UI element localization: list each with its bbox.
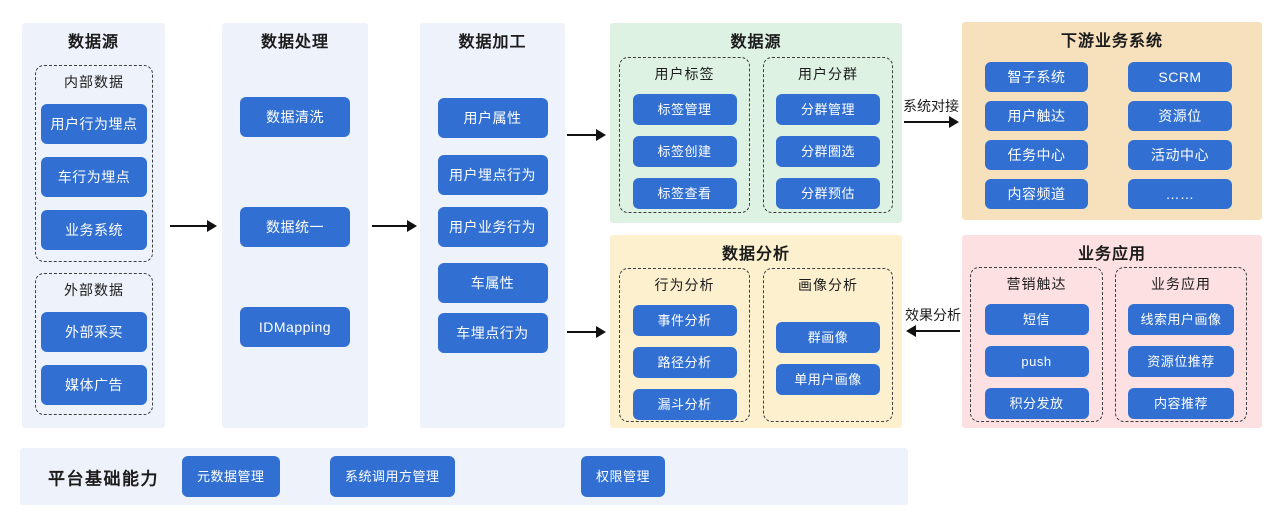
node-tag-view: 标签查看 — [632, 178, 737, 209]
panel-title: 数据源 — [730, 34, 782, 51]
arrow-col3-to-tags — [567, 128, 606, 142]
group-label: 业务应用 — [1151, 276, 1211, 292]
group-business-apps: 业务应用 线索用户画像 资源位推荐 内容推荐 — [1115, 267, 1247, 422]
group-user-segments: 用户分群 分群管理 分群圈选 分群预估 — [763, 57, 893, 213]
panel-title: 数据加工 — [458, 34, 527, 51]
node-tag-management: 标签管理 — [632, 94, 737, 125]
arrow-line — [916, 329, 960, 333]
node-zhizi-system: 智子系统 — [985, 62, 1088, 92]
group-label: 营销触达 — [1006, 276, 1067, 292]
panel-business-application: 业务应用 营销触达 短信 push 积分发放 业务应用 线索用户画像 资源位推荐… — [962, 235, 1262, 428]
node-activity-center: 活动中心 — [1128, 140, 1232, 170]
panel-downstream-systems: 下游业务系统 智子系统 SCRM 用户触达 资源位 任务中心 活动中心 内容频道… — [962, 22, 1262, 220]
node-system-caller-management: 系统调用方管理 — [330, 456, 455, 497]
group-profile-analysis: 画像分析 群画像 单用户画像 — [763, 268, 893, 422]
arrow-col1-to-col2 — [170, 219, 217, 233]
panel-title: 数据处理 — [260, 34, 329, 51]
node-points-issuance: 积分发放 — [984, 388, 1089, 419]
arrow-system-connect — [904, 115, 959, 129]
node-data-unification: 数据统一 — [240, 207, 350, 247]
arrow-effect-analysis — [906, 324, 960, 338]
group-internal-data: 内部数据 用户行为埋点 车行为埋点 业务系统 — [35, 65, 153, 262]
group-label: 画像分析 — [798, 277, 858, 293]
node-push: push — [984, 346, 1089, 377]
group-label: 外部数据 — [64, 282, 124, 298]
node-permission-management: 权限管理 — [581, 456, 666, 497]
panel-data-machining: 数据加工 用户属性 用户埋点行为 用户业务行为 车属性 车埋点行为 — [420, 23, 565, 428]
panel-title: 下游业务系统 — [1060, 33, 1163, 50]
node-funnel-analysis: 漏斗分析 — [632, 389, 737, 420]
node-ellipsis: …… — [1128, 179, 1232, 209]
arrow-col3-to-analysis — [567, 325, 606, 339]
node-scrm: SCRM — [1128, 62, 1232, 92]
node-path-analysis: 路径分析 — [632, 347, 737, 378]
panel-title: 数据分析 — [721, 246, 790, 263]
downstream-grid: 智子系统 SCRM 用户触达 资源位 任务中心 活动中心 内容频道 …… — [985, 62, 1232, 209]
node-single-user-profile: 单用户画像 — [776, 364, 880, 395]
panel-tag-data-source: 数据源 用户标签 标签管理 标签创建 标签查看 用户分群 分群管理 分群圈选 分… — [610, 23, 902, 223]
node-user-business-behavior: 用户业务行为 — [437, 207, 548, 247]
group-user-tags: 用户标签 标签管理 标签创建 标签查看 — [619, 57, 750, 213]
node-user-behavior-tracking: 用户行为埋点 — [41, 104, 147, 144]
node-vehicle-tracking-behavior: 车埋点行为 — [437, 313, 548, 353]
group-behavior-analysis: 行为分析 事件分析 路径分析 漏斗分析 — [619, 268, 750, 422]
arrow-line — [372, 224, 407, 228]
arrow-line — [170, 224, 207, 228]
arrow-label-effect-analysis: 效果分析 — [905, 307, 961, 323]
platform-capability-bar: 平台基础能力 元数据管理 系统调用方管理 权限管理 — [20, 448, 908, 505]
node-user-attributes: 用户属性 — [437, 98, 548, 138]
panel-data-processing: 数据处理 数据清洗 数据统一 IDMapping — [222, 23, 368, 428]
node-user-reach: 用户触达 — [985, 101, 1088, 131]
node-content-recommendation: 内容推荐 — [1128, 388, 1234, 419]
arrow-line — [904, 120, 949, 124]
node-id-mapping: IDMapping — [240, 307, 350, 347]
node-segment-estimation: 分群预估 — [776, 178, 880, 209]
arrow-col2-to-col3 — [372, 219, 417, 233]
node-media-ads: 媒体广告 — [41, 365, 147, 405]
arrow-right-icon — [207, 220, 217, 232]
panel-title: 数据源 — [67, 34, 119, 51]
node-business-system: 业务系统 — [41, 210, 147, 250]
node-tag-creation: 标签创建 — [632, 136, 737, 167]
node-content-channel: 内容频道 — [985, 179, 1088, 209]
group-label: 行为分析 — [654, 277, 715, 293]
node-vehicle-attributes: 车属性 — [437, 263, 548, 303]
arrow-line — [567, 133, 596, 137]
node-sms: 短信 — [984, 304, 1089, 335]
group-external-data: 外部数据 外部采买 媒体广告 — [35, 273, 153, 415]
arrow-left-icon — [906, 325, 916, 337]
panel-data-analysis: 数据分析 行为分析 事件分析 路径分析 漏斗分析 画像分析 群画像 单用户画像 — [610, 235, 902, 428]
panel-data-sources: 数据源 内部数据 用户行为埋点 车行为埋点 业务系统 外部数据 外部采买 媒体广… — [22, 23, 165, 428]
node-resource-slot: 资源位 — [1128, 101, 1232, 131]
group-marketing-reach: 营销触达 短信 push 积分发放 — [970, 267, 1103, 422]
arrow-right-icon — [949, 116, 959, 128]
node-data-cleaning: 数据清洗 — [240, 97, 350, 137]
footer-title: 平台基础能力 — [48, 469, 159, 488]
node-event-analysis: 事件分析 — [632, 305, 737, 336]
node-vehicle-behavior-tracking: 车行为埋点 — [41, 157, 147, 197]
node-group-profile: 群画像 — [776, 322, 880, 353]
group-label: 用户分群 — [798, 66, 858, 82]
arrow-label-system-connect: 系统对接 — [903, 98, 959, 114]
group-label: 用户标签 — [654, 66, 715, 82]
arrow-right-icon — [407, 220, 417, 232]
group-label: 内部数据 — [64, 74, 124, 90]
arrow-right-icon — [596, 129, 606, 141]
node-resource-slot-recommendation: 资源位推荐 — [1128, 346, 1234, 377]
node-segment-selection: 分群圈选 — [776, 136, 880, 167]
node-lead-user-profile: 线索用户画像 — [1128, 304, 1234, 335]
node-metadata-management: 元数据管理 — [182, 456, 280, 497]
arrow-right-icon — [596, 326, 606, 338]
node-task-center: 任务中心 — [985, 140, 1088, 170]
panel-title: 业务应用 — [1077, 246, 1146, 263]
node-user-tracking-behavior: 用户埋点行为 — [437, 155, 548, 195]
node-external-purchase: 外部采买 — [41, 312, 147, 352]
arrow-line — [567, 330, 596, 334]
node-segment-management: 分群管理 — [776, 94, 880, 125]
